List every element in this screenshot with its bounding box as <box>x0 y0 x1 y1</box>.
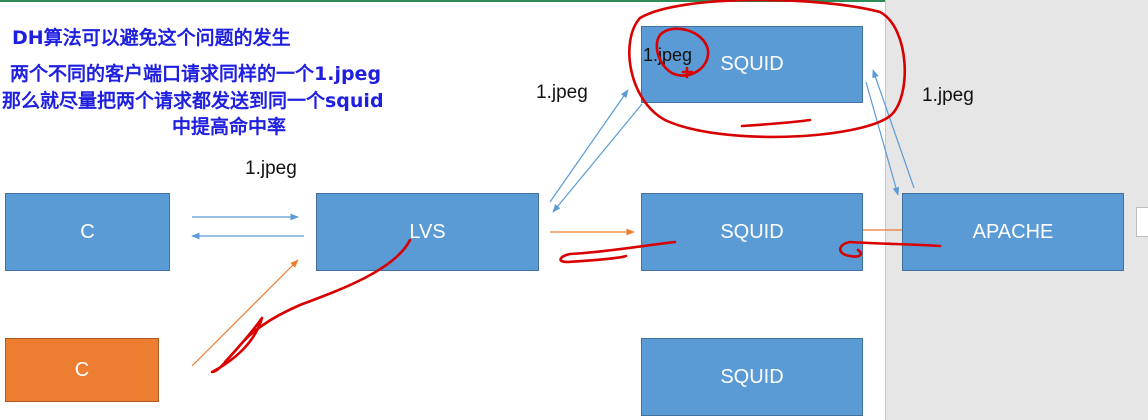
lvs-label: LVS <box>409 220 446 243</box>
label-apache-squid-jpeg: 1.jpeg <box>922 85 974 106</box>
arrow-lvs-to-squid-top <box>549 89 629 203</box>
apache-label: APACHE <box>972 220 1054 243</box>
squid-middle-box[interactable]: SQUID <box>641 193 863 271</box>
arrow-orange-client-to-lvs <box>191 259 299 367</box>
client-top-box[interactable]: C <box>5 193 170 271</box>
note-two-clients: 两个不同的客户端口请求同样的一个1.jpeg <box>10 63 382 85</box>
note-dh-algorithm: DH算法可以避免这个问题的发生 <box>12 27 291 49</box>
client-top-label: C <box>80 220 95 243</box>
squid-bottom-label: SQUID <box>720 365 784 388</box>
client-bottom-label: C <box>74 358 90 381</box>
client-bottom-box[interactable]: C <box>5 338 159 402</box>
note-hit-rate: 中提高命中率 <box>172 116 287 138</box>
arrow-squid-top-to-lvs <box>552 103 643 213</box>
side-panel-handle[interactable] <box>1136 207 1148 237</box>
squid-middle-label: SQUID <box>720 220 784 243</box>
squid-bottom-box[interactable]: SQUID <box>641 338 863 416</box>
squid-top-label: SQUID <box>720 53 784 75</box>
arrow-squid-top-to-apache <box>865 81 900 196</box>
note-same-squid: 那么就尽量把两个请求都发送到同一个squid <box>2 90 384 112</box>
apache-box[interactable]: APACHE <box>902 193 1124 271</box>
label-handwritten-jpeg: 1.jpeg <box>643 45 693 65</box>
label-client-lvs-jpeg: 1.jpeg <box>245 158 297 179</box>
lvs-box[interactable]: LVS <box>316 193 539 271</box>
label-lvs-squid-jpeg: 1.jpeg <box>536 82 588 103</box>
